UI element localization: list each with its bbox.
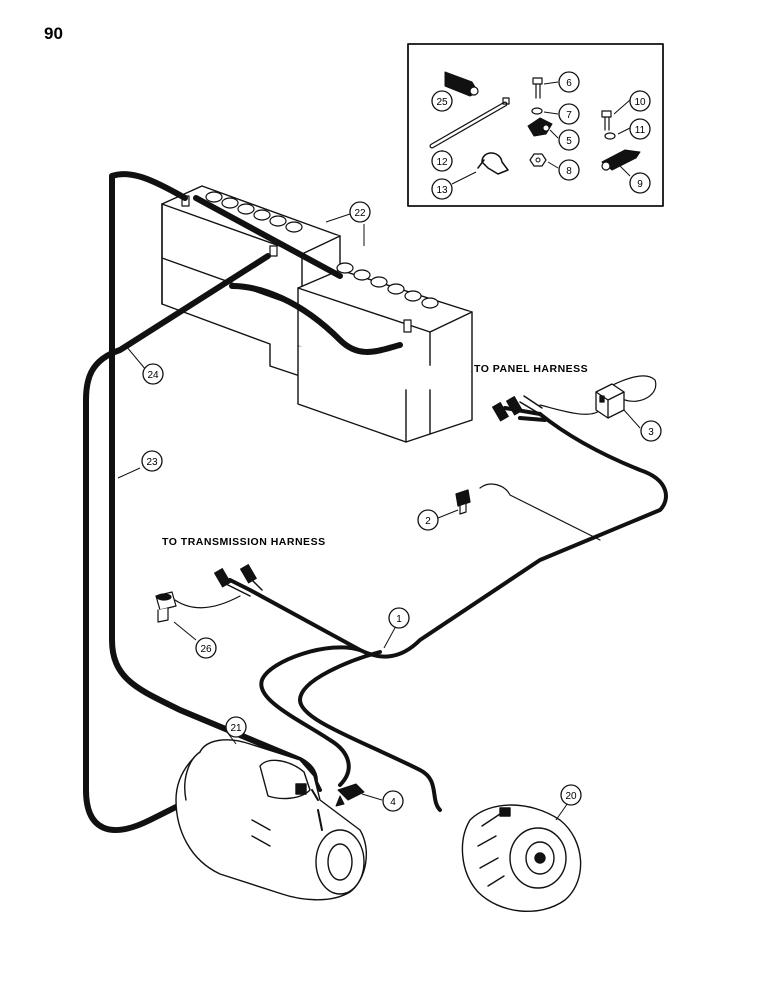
page-number: 90 [44,24,63,43]
callout-13: 13 [431,178,453,200]
svg-text:7: 7 [566,110,572,121]
cable-lug-icon [601,149,641,171]
battery-caps [205,191,303,233]
connector-boot-icon [335,783,365,807]
callout-8: 8 [558,159,580,181]
nut-icon [529,153,547,167]
svg-text:2: 2 [425,516,431,527]
cable-lug-icon [444,71,479,97]
svg-text:23: 23 [146,457,158,468]
svg-text:4: 4 [390,797,396,808]
callout-10: 10 [629,90,651,112]
svg-text:24: 24 [147,370,159,381]
callout-25: 25 [431,90,453,112]
battery-right [297,262,473,443]
callout-26: 26 [195,637,217,659]
alternator [461,804,582,912]
svg-text:22: 22 [354,208,366,219]
svg-text:11: 11 [635,125,646,136]
svg-text:21: 21 [230,723,242,734]
battery-caps [336,262,439,309]
callout-1: 1 [388,607,410,629]
svg-text:12: 12 [436,157,448,168]
svg-text:26: 26 [200,644,212,655]
thin-wires [174,375,657,609]
callout-21: 21 [225,716,247,738]
bolt-icon [532,77,543,99]
washer-icon [531,107,543,115]
callout-7: 7 [558,103,580,125]
callout-20: 20 [560,784,582,806]
callout-5: 5 [558,129,580,151]
washer-icon [604,132,616,140]
hardware-inset [407,43,664,207]
pressure-sender-icon [455,489,471,515]
leader-lines [117,81,641,821]
callouts: 25 12 13 6 7 5 8 10 11 9 22 24 23 3 2 1 … [141,71,662,812]
bolt-icon [601,110,612,131]
callout-24: 24 [142,363,164,385]
callout-12: 12 [431,150,453,172]
callout-2: 2 [417,509,439,531]
svg-text:9: 9 [637,179,643,190]
panel-harness-connector [492,395,543,422]
callout-22: 22 [349,201,371,223]
svg-text:3: 3 [648,427,654,438]
svg-text:5: 5 [566,136,572,147]
callout-9: 9 [629,172,651,194]
transmission-harness-label: TO TRANSMISSION HARNESS [162,536,326,548]
tie-strap-icon [429,97,510,149]
svg-text:6: 6 [566,78,572,89]
callout-11: 11 [629,118,651,140]
callout-4: 4 [382,790,404,812]
svg-text:13: 13 [436,185,448,196]
starter-motor [175,739,367,901]
callout-6: 6 [558,71,580,93]
svg-text:10: 10 [634,97,646,108]
svg-text:1: 1 [396,614,402,625]
battery-left [161,185,341,377]
main-harness [228,406,668,812]
svg-text:25: 25 [436,97,448,108]
relay-icon [595,383,625,419]
callout-3: 3 [640,420,662,442]
panel-harness-label: TO PANEL HARNESS [474,363,588,375]
svg-text:20: 20 [565,791,577,802]
clip-icon [527,117,553,137]
clamp-icon [477,152,509,175]
temperature-sender-icon [155,591,177,623]
svg-text:8: 8 [566,166,572,177]
callout-23: 23 [141,450,163,472]
transmission-harness-connector [214,564,263,597]
